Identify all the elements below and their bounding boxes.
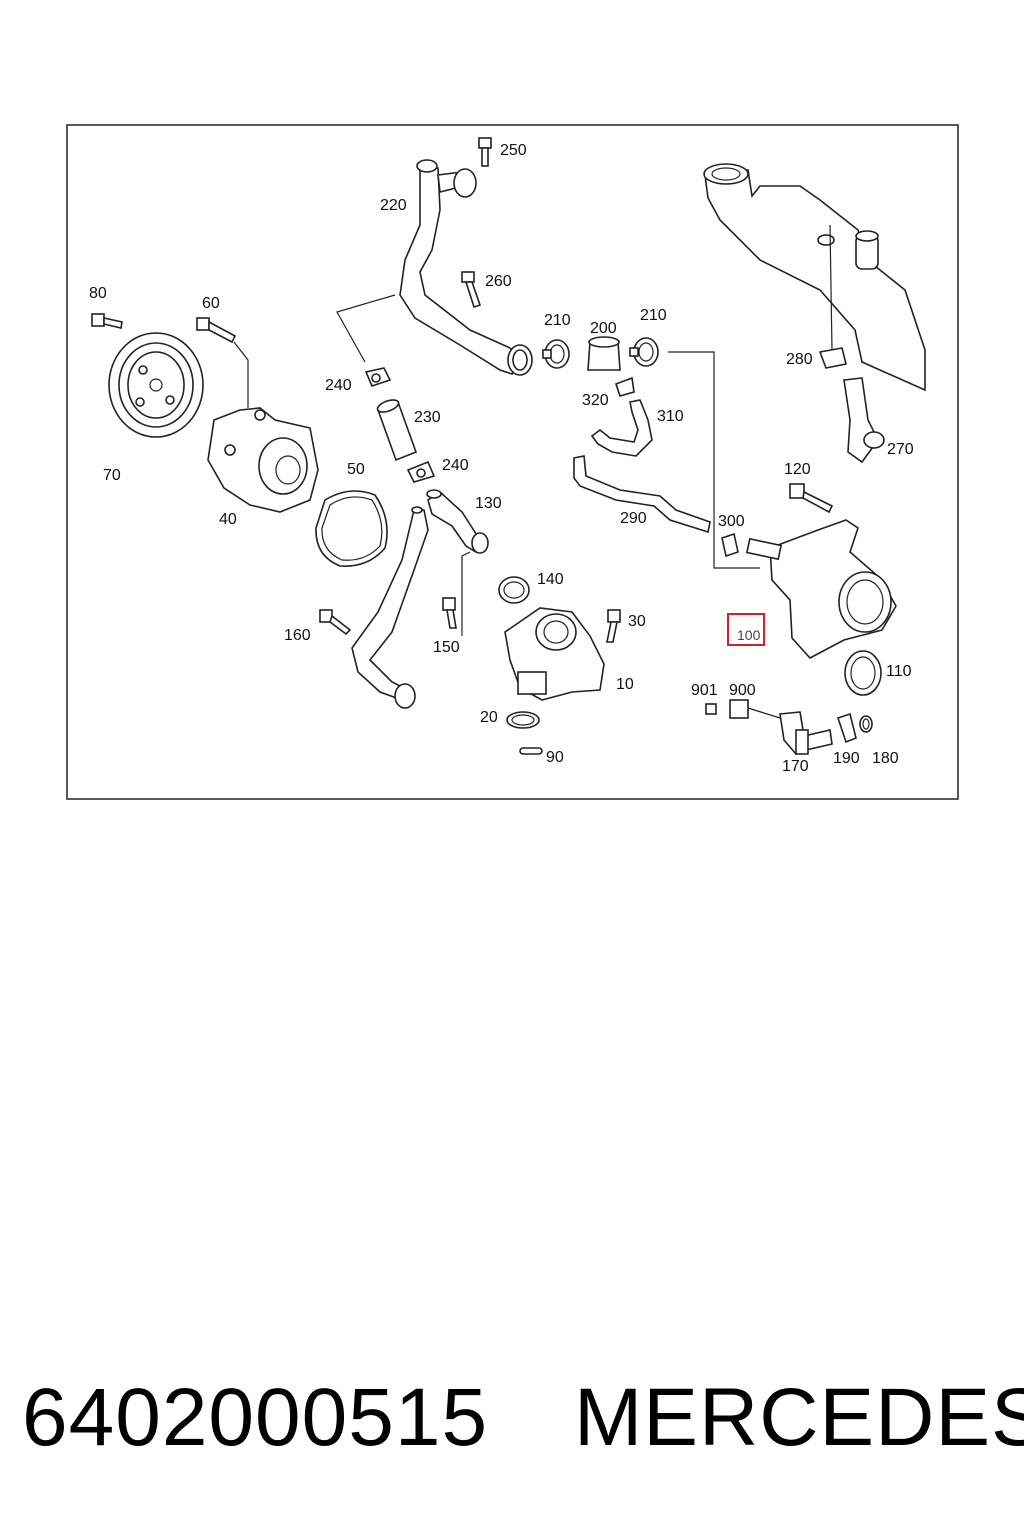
- connector-900: [729, 699, 781, 719]
- brand-name: MERCEDES: [574, 1372, 1024, 1463]
- bolt-160: [319, 609, 352, 636]
- label-180: 180: [872, 750, 899, 767]
- washer-180: [859, 715, 873, 733]
- clip-300: [721, 532, 739, 558]
- o-ring-140: [498, 576, 530, 604]
- bolt-150: [442, 597, 457, 629]
- bolt-120: [789, 483, 834, 514]
- hose-200: [587, 336, 621, 371]
- parts-diagram: 250 220 260 80 60 210 200 210 280 240 23…: [66, 124, 959, 800]
- coolant-pipe-220: [399, 159, 533, 376]
- label-160: 160: [284, 627, 311, 644]
- label-270: 270: [887, 441, 914, 458]
- label-140: 140: [537, 571, 564, 588]
- clip-320: [614, 376, 635, 397]
- label-240-upper: 240: [325, 377, 352, 394]
- callout-labels: 250 220 260 80 60 210 200 210 280 240 23…: [89, 142, 914, 775]
- label-130: 130: [475, 495, 502, 512]
- label-10: 10: [616, 676, 634, 693]
- bolt-60: [196, 317, 249, 408]
- part-100-highlight: [727, 613, 765, 646]
- coolant-pipe-130: [351, 489, 489, 709]
- label-110: 110: [886, 663, 912, 680]
- label-280: 280: [786, 351, 813, 368]
- connector-901: [705, 703, 717, 715]
- clip-280: [818, 224, 847, 369]
- hose-290: [573, 455, 711, 534]
- label-220: 220: [380, 197, 407, 214]
- label-20: 20: [480, 709, 498, 726]
- o-ring-20: [506, 711, 540, 729]
- label-900: 900: [729, 682, 756, 699]
- pulley-70: [108, 332, 204, 438]
- clamp-210-left: [542, 339, 570, 369]
- clamp-210-right: [629, 337, 659, 367]
- footer: 6402000515 MERCEDES: [22, 1368, 1024, 1468]
- label-260: 260: [485, 273, 512, 290]
- label-210-left: 210: [544, 312, 571, 329]
- bolt-260: [461, 271, 482, 309]
- label-120: 120: [784, 461, 811, 478]
- label-50: 50: [347, 461, 365, 478]
- label-60: 60: [202, 295, 220, 312]
- diagram-frame: [66, 124, 959, 800]
- label-310: 310: [657, 408, 684, 425]
- label-300: 300: [718, 513, 745, 530]
- label-290: 290: [620, 510, 647, 527]
- label-210-right: 210: [640, 307, 667, 324]
- hose-310: [590, 399, 653, 457]
- clip-190: [836, 712, 857, 744]
- thermostat-housing-10: [504, 607, 605, 701]
- label-190: 190: [833, 750, 860, 767]
- label-30: 30: [628, 613, 646, 630]
- label-150: 150: [433, 639, 460, 656]
- part-number: 6402000515: [22, 1372, 489, 1463]
- bolt-250: [478, 137, 492, 167]
- label-170: 170: [782, 758, 809, 775]
- label-901: 901: [691, 682, 718, 699]
- sensor-170: [779, 711, 833, 755]
- label-100: 100: [737, 627, 761, 643]
- pin-90: [519, 747, 543, 755]
- label-40: 40: [219, 511, 237, 528]
- label-240-lower: 240: [442, 457, 469, 474]
- label-320: 320: [582, 392, 609, 409]
- gasket-50: [315, 490, 388, 567]
- bolt-80: [91, 313, 123, 329]
- label-90: 90: [546, 749, 564, 766]
- label-70: 70: [103, 467, 121, 484]
- label-80: 80: [89, 285, 107, 302]
- water-pump-40: [207, 407, 319, 513]
- thermostat-housing-100: [745, 519, 897, 659]
- label-230: 230: [414, 409, 441, 426]
- clamp-240-upper: [364, 367, 392, 387]
- hose-230: [376, 399, 418, 462]
- bolt-30: [606, 609, 621, 643]
- clamp-240-lower: [406, 460, 436, 483]
- coolant-pipe-assembly-270: [703, 163, 926, 464]
- label-200: 200: [590, 320, 617, 337]
- o-ring-110: [844, 650, 882, 696]
- label-250: 250: [500, 142, 527, 159]
